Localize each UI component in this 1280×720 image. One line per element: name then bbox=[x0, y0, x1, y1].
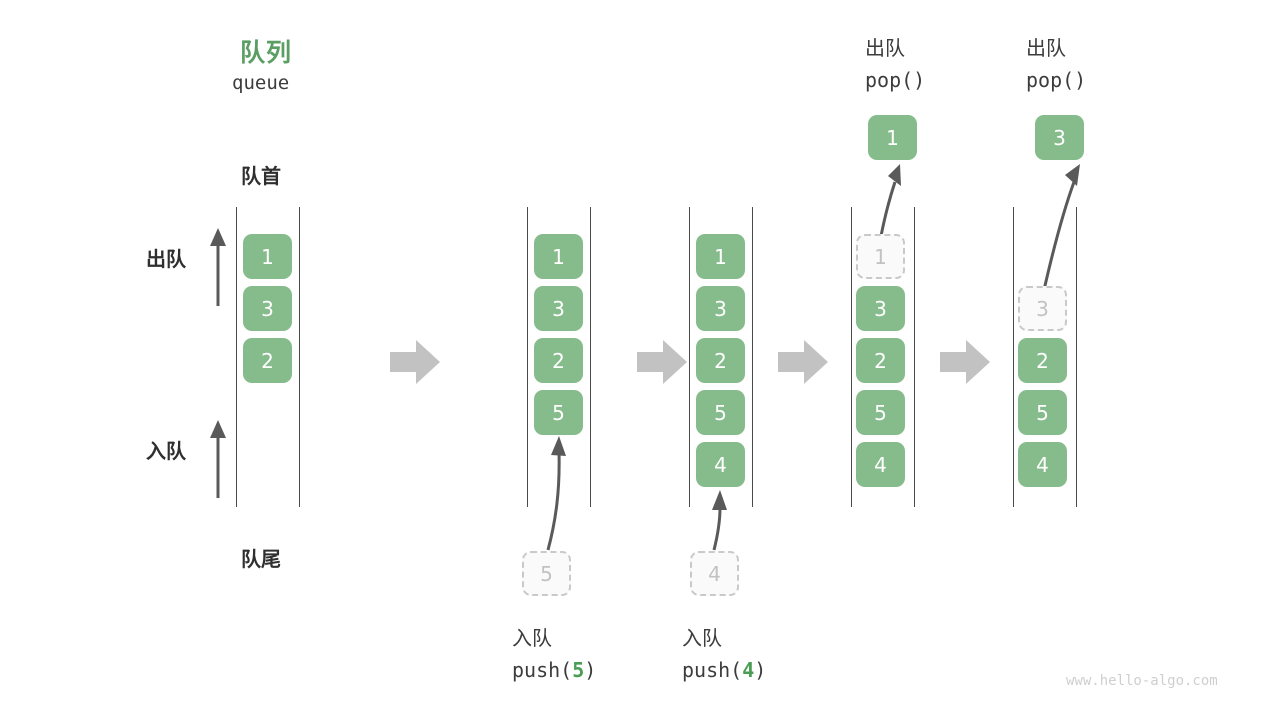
queue-title-en: queue bbox=[232, 72, 290, 94]
rail-left-panel-4 bbox=[851, 207, 852, 507]
queue-cell: 3 bbox=[534, 286, 583, 331]
queue-title-cn: 队列 bbox=[240, 38, 293, 67]
pop-arrow-3 bbox=[1042, 164, 1080, 291]
queue-cell: 5 bbox=[534, 390, 583, 435]
queue-cell: 3 bbox=[856, 286, 905, 331]
popped-element: 3 bbox=[1035, 115, 1084, 160]
queue-cell: 3 bbox=[243, 286, 292, 331]
queue-cell: 1 bbox=[243, 234, 292, 279]
queue-cell: 2 bbox=[1018, 338, 1067, 383]
push-code-suffix-5: ) bbox=[584, 658, 597, 682]
pop-header-cn-1: 出队 bbox=[865, 36, 905, 60]
removed-element-ghost: 1 bbox=[856, 234, 905, 279]
rear-label: 队尾 bbox=[241, 547, 281, 571]
front-label: 队首 bbox=[241, 164, 281, 188]
dequeue-label: 出队 bbox=[146, 247, 186, 271]
push-code-prefix-5: push( bbox=[512, 658, 573, 682]
incoming-element-ghost: 5 bbox=[522, 551, 571, 596]
rail-right-panel-3 bbox=[752, 207, 753, 507]
pop-arrow-1 bbox=[879, 164, 901, 237]
push-arrow-5 bbox=[546, 436, 566, 551]
enqueue-direction-arrow bbox=[210, 420, 226, 498]
queue-cell: 5 bbox=[1018, 390, 1067, 435]
queue-cell: 4 bbox=[1018, 442, 1067, 487]
enqueue-label: 入队 bbox=[146, 439, 186, 463]
queue-cell: 2 bbox=[856, 338, 905, 383]
queue-cell: 4 bbox=[696, 442, 745, 487]
push-code-num-4: 4 bbox=[742, 658, 755, 682]
step-block-arrow-icon bbox=[778, 340, 828, 384]
push-arrow-4 bbox=[712, 490, 727, 551]
removed-element-ghost: 3 bbox=[1018, 286, 1067, 331]
rail-right-panel-4 bbox=[914, 207, 915, 507]
queue-cell: 2 bbox=[243, 338, 292, 383]
queue-cell: 5 bbox=[856, 390, 905, 435]
push-caption-cn-5: 入队 bbox=[512, 626, 552, 650]
queue-cell: 3 bbox=[696, 286, 745, 331]
rail-left-panel-1 bbox=[236, 207, 237, 507]
rail-right-panel-5 bbox=[1076, 207, 1077, 507]
rail-left-panel-5 bbox=[1013, 207, 1014, 507]
incoming-element-ghost: 4 bbox=[690, 551, 739, 596]
pop-header-code-3: pop() bbox=[1026, 68, 1087, 92]
rail-right-panel-1 bbox=[299, 207, 300, 507]
pop-header-code-1: pop() bbox=[865, 68, 926, 92]
queue-cell: 5 bbox=[696, 390, 745, 435]
push-caption-code-5: push(5) bbox=[512, 658, 596, 682]
step-block-arrow-icon bbox=[637, 340, 687, 384]
push-code-num-5: 5 bbox=[572, 658, 585, 682]
push-code-suffix-4: ) bbox=[754, 658, 767, 682]
queue-cell: 1 bbox=[696, 234, 745, 279]
popped-element: 1 bbox=[868, 115, 917, 160]
rail-right-panel-2 bbox=[590, 207, 591, 507]
watermark: www.hello-algo.com bbox=[1066, 673, 1218, 689]
step-block-arrow-icon bbox=[390, 340, 440, 384]
push-caption-code-4: push(4) bbox=[682, 658, 766, 682]
push-code-prefix-4: push( bbox=[682, 658, 743, 682]
rail-left-panel-2 bbox=[527, 207, 528, 507]
rail-left-panel-3 bbox=[689, 207, 690, 507]
queue-cell: 2 bbox=[534, 338, 583, 383]
push-caption-cn-4: 入队 bbox=[682, 626, 722, 650]
queue-cell: 4 bbox=[856, 442, 905, 487]
queue-cell: 2 bbox=[696, 338, 745, 383]
dequeue-direction-arrow bbox=[210, 228, 226, 306]
step-block-arrow-icon bbox=[940, 340, 990, 384]
pop-header-cn-3: 出队 bbox=[1026, 36, 1066, 60]
queue-cell: 1 bbox=[534, 234, 583, 279]
